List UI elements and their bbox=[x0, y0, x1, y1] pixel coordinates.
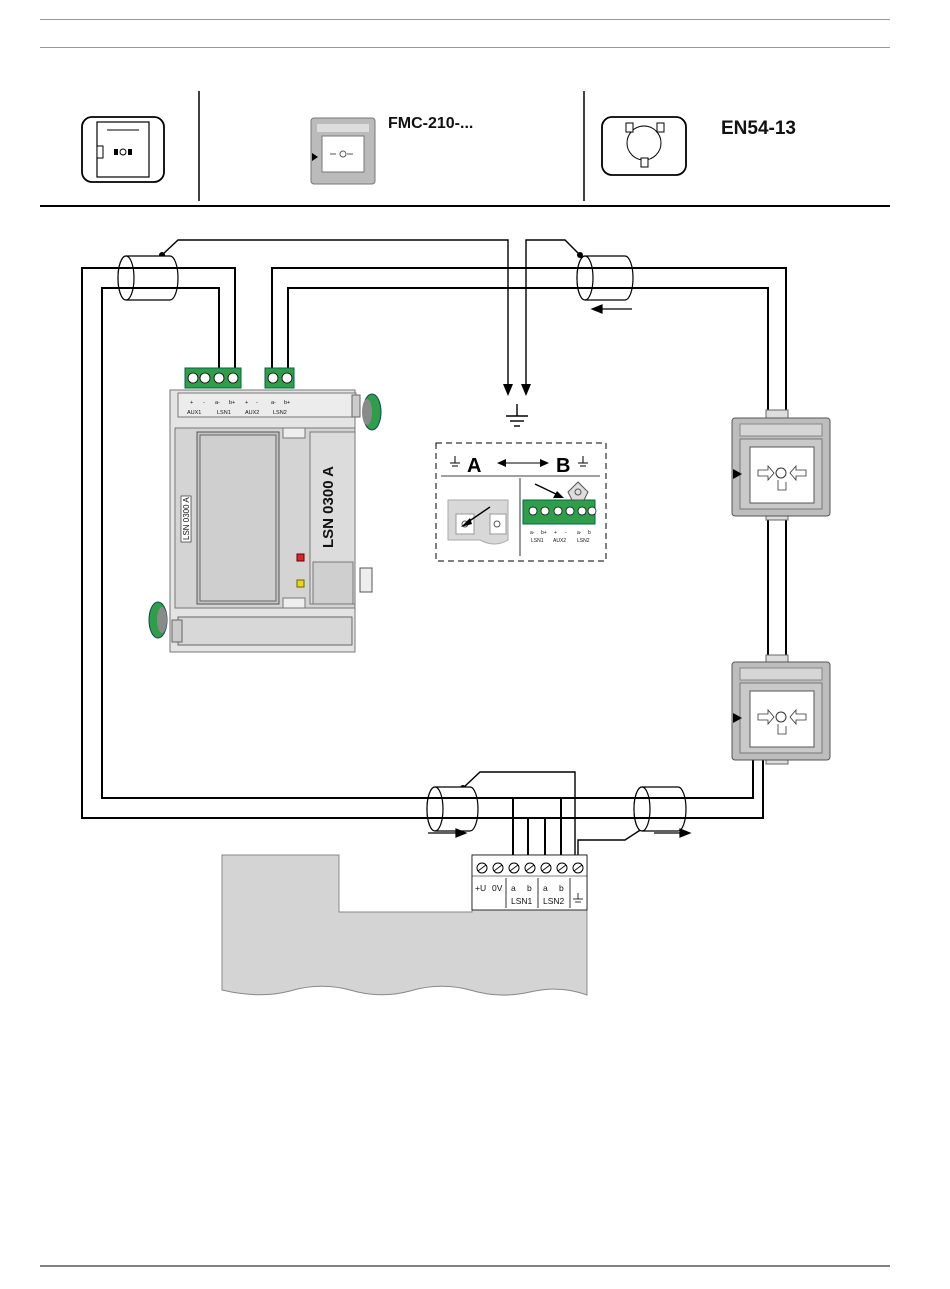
svg-text:b+: b+ bbox=[541, 530, 547, 536]
option-a-label: A bbox=[467, 455, 481, 477]
earth-icon bbox=[506, 404, 528, 426]
svg-text:a: a bbox=[511, 883, 516, 893]
svg-text:LSN1: LSN1 bbox=[511, 896, 533, 906]
svg-text:b+: b+ bbox=[229, 400, 235, 406]
svg-text:a-: a- bbox=[215, 400, 220, 406]
call-point-lower bbox=[732, 655, 830, 764]
svg-text:b+: b+ bbox=[284, 400, 290, 406]
svg-text:a-: a- bbox=[530, 530, 535, 536]
svg-text:AUX2: AUX2 bbox=[245, 410, 259, 416]
en54-icon bbox=[602, 117, 686, 175]
module-side-label: LSN 0300 A bbox=[182, 497, 191, 540]
svg-text:AUX1: AUX1 bbox=[187, 410, 201, 416]
svg-text:a: a bbox=[543, 883, 548, 893]
module-terminal-blocks bbox=[185, 368, 294, 388]
svg-text:+U: +U bbox=[475, 883, 486, 893]
module-vertical-label: LSN 0300 A bbox=[320, 466, 337, 548]
svg-text:0V: 0V bbox=[492, 883, 503, 893]
svg-text:LSN1: LSN1 bbox=[217, 410, 231, 416]
svg-text:+: + bbox=[190, 400, 193, 406]
shield-option-inset: A B LSN1 AUX2 LSN2 a- bbox=[436, 443, 606, 561]
surface-mount-icon bbox=[82, 117, 164, 182]
lsn-module: LSN 0300 A LSN 0300 A AUX1 LSN1 AUX2 LSN… bbox=[149, 368, 381, 652]
svg-text:-: - bbox=[203, 400, 205, 406]
svg-text:b: b bbox=[527, 883, 532, 893]
svg-text:LSN2: LSN2 bbox=[577, 538, 590, 544]
svg-text:LSN2: LSN2 bbox=[543, 896, 565, 906]
svg-text:LSN2: LSN2 bbox=[273, 410, 287, 416]
svg-text:+: + bbox=[554, 530, 557, 536]
option-b-label: B bbox=[556, 455, 570, 477]
call-point-upper bbox=[732, 410, 830, 520]
call-point-icon bbox=[311, 118, 375, 184]
control-panel: +U 0V a b a b LSN1 LSN2 bbox=[222, 855, 587, 995]
svg-text:b: b bbox=[559, 883, 564, 893]
svg-text:-: - bbox=[256, 400, 258, 406]
svg-text:AUX2: AUX2 bbox=[553, 538, 566, 544]
svg-text:LSN1: LSN1 bbox=[531, 538, 544, 544]
svg-text:a-: a- bbox=[577, 530, 582, 536]
svg-text:+: + bbox=[245, 400, 248, 406]
svg-text:b: b bbox=[588, 530, 591, 536]
svg-text:a-: a- bbox=[271, 400, 276, 406]
